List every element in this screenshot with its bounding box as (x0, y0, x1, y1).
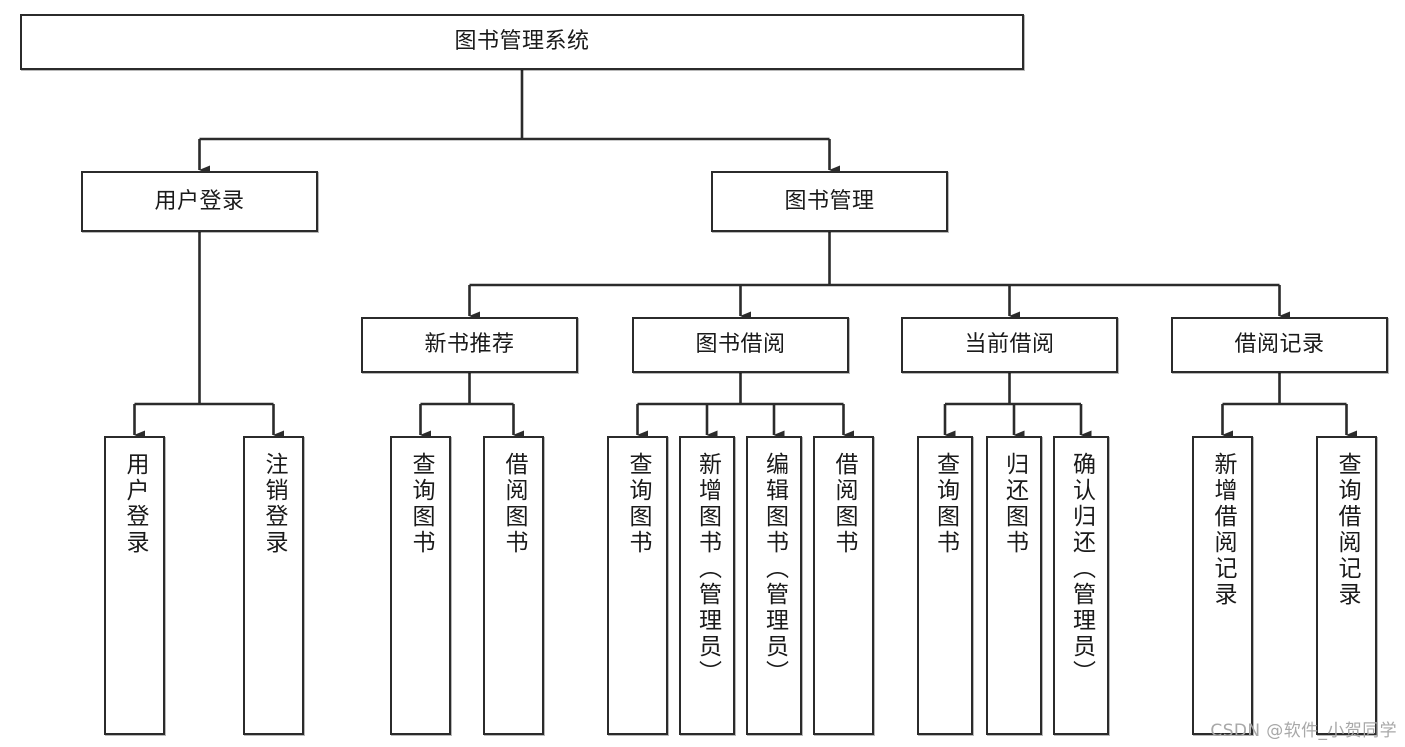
node-label: 查询借阅记录 (1334, 452, 1360, 608)
node-borrow-record[interactable]: 借阅记录 (1171, 317, 1388, 373)
node-label: 图书管理 (784, 188, 875, 214)
node-label: 编辑图书（管理员） (761, 452, 788, 686)
node-leaf-borrow-book-1[interactable]: 借阅图书 (483, 436, 544, 735)
node-leaf-edit-book[interactable]: 编辑图书（管理员） (746, 436, 802, 735)
node-label: 新书推荐 (424, 332, 515, 358)
node-leaf-return-book[interactable]: 归还图书 (986, 436, 1042, 735)
node-label: 新增图书（管理员） (694, 452, 721, 686)
node-label: 归还图书 (1001, 452, 1028, 556)
node-current-borrow[interactable]: 当前借阅 (901, 317, 1118, 373)
node-label: 用户登录 (154, 188, 245, 214)
node-book-manage[interactable]: 图书管理 (711, 171, 948, 232)
node-new-book-rec[interactable]: 新书推荐 (361, 317, 578, 373)
node-leaf-confirm-return[interactable]: 确认归还（管理员） (1053, 436, 1109, 735)
node-label: 新增借阅记录 (1210, 452, 1236, 608)
node-leaf-add-book[interactable]: 新增图书（管理员） (679, 436, 735, 735)
node-label: 查询图书 (408, 452, 434, 556)
node-leaf-query-book-2[interactable]: 查询图书 (607, 436, 668, 735)
node-label: 借阅图书 (501, 452, 527, 556)
node-leaf-user-logout[interactable]: 注销登录 (243, 436, 304, 735)
node-leaf-add-record[interactable]: 新增借阅记录 (1192, 436, 1253, 735)
node-leaf-borrow-book-2[interactable]: 借阅图书 (813, 436, 874, 735)
node-leaf-query-record[interactable]: 查询借阅记录 (1316, 436, 1377, 735)
node-user-login[interactable]: 用户登录 (81, 171, 318, 232)
node-label: 确认归还（管理员） (1068, 452, 1095, 686)
node-label: 查询图书 (625, 452, 651, 556)
edge-group (133, 70, 1357, 440)
node-label: 当前借阅 (964, 332, 1055, 358)
node-leaf-query-book-1[interactable]: 查询图书 (390, 436, 451, 735)
node-label: 查询图书 (932, 452, 959, 556)
node-root[interactable]: 图书管理系统 (20, 14, 1024, 70)
node-leaf-query-book-3[interactable]: 查询图书 (917, 436, 973, 735)
node-label: 图书借阅 (695, 332, 786, 358)
node-label: 借阅图书 (831, 452, 857, 556)
node-label: 图书管理系统 (454, 29, 590, 55)
node-label: 注销登录 (261, 452, 287, 556)
node-book-borrow[interactable]: 图书借阅 (632, 317, 849, 373)
node-label: 用户登录 (122, 452, 148, 556)
node-label: 借阅记录 (1234, 332, 1325, 358)
node-leaf-user-login[interactable]: 用户登录 (104, 436, 165, 735)
